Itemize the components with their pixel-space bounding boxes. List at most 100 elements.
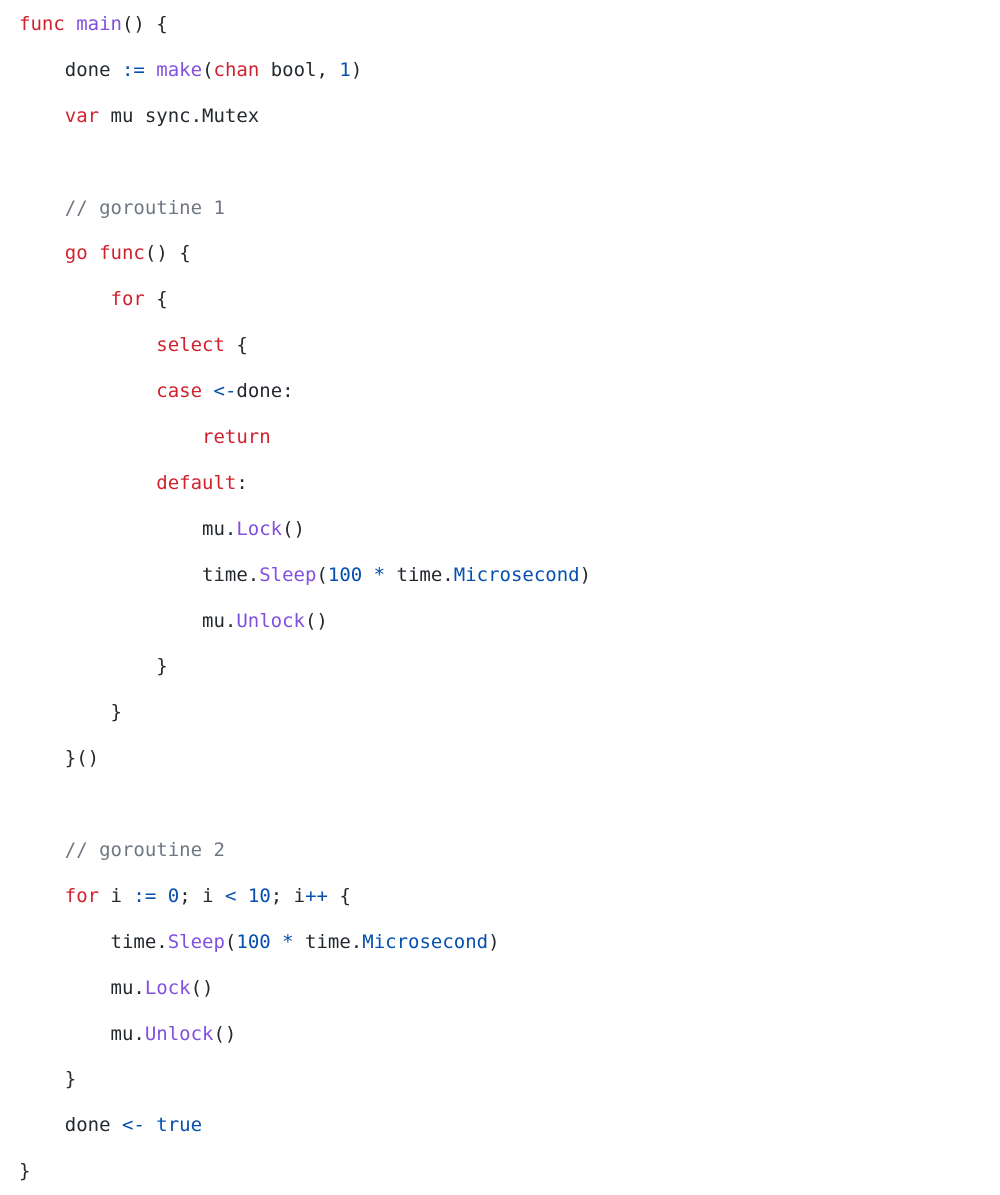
code-token-plain: () xyxy=(304,609,328,632)
code-token-plain: () xyxy=(213,1022,237,1045)
code-token-method: Sleep xyxy=(167,930,225,953)
code-token-plain xyxy=(145,59,156,81)
code-token-plain: () { xyxy=(121,13,168,35)
code-token-plain xyxy=(236,885,247,907)
code-token-plain: } xyxy=(19,655,168,678)
code-token-plain xyxy=(19,288,111,310)
code-token-plain: { xyxy=(224,334,248,357)
code-token-plain xyxy=(19,105,65,127)
code-token-plain xyxy=(145,1114,156,1136)
code-token-const: true xyxy=(156,1114,203,1137)
code-token-plain xyxy=(19,197,65,219)
code-token-keyword: chan xyxy=(213,58,260,81)
code-token-operator: := xyxy=(121,58,145,81)
code-line: } xyxy=(19,1057,591,1103)
code-line: for { xyxy=(19,277,591,323)
code-token-plain: ) xyxy=(579,563,592,586)
code-token-plain xyxy=(362,564,373,586)
code-line: select { xyxy=(19,323,591,369)
code-token-plain: mu. xyxy=(19,609,237,632)
code-token-plain: ( xyxy=(202,58,214,81)
code-token-plain xyxy=(19,334,156,356)
code-token-plain: ( xyxy=(224,930,237,953)
code-token-operator: <- xyxy=(121,1114,145,1137)
code-token-number: 1 xyxy=(339,58,351,81)
code-token-plain: done: xyxy=(236,380,294,403)
code-line: done := make(chan bool, 1) xyxy=(19,48,591,94)
code-token-number: 0 xyxy=(167,884,180,907)
code-token-comment: // goroutine 1 xyxy=(64,196,225,219)
code-line: mu.Lock() xyxy=(19,966,591,1012)
code-token-plain xyxy=(88,242,99,264)
code-token-number: 100 xyxy=(236,930,271,953)
code-token-method: Lock xyxy=(144,976,191,999)
code-token-number: 10 xyxy=(247,884,271,907)
code-token-plain xyxy=(19,242,65,264)
code-token-plain: done xyxy=(19,58,122,81)
code-token-plain xyxy=(271,931,282,953)
code-line: ​ xyxy=(19,140,591,186)
code-token-plain: : xyxy=(236,471,248,494)
code-line: done <- true xyxy=(19,1103,591,1149)
code-token-plain xyxy=(19,885,65,907)
code-token-plain: mu. xyxy=(19,976,145,999)
code-token-plain: ) xyxy=(488,930,500,953)
code-token-plain: bool, xyxy=(259,58,340,81)
code-token-keyword: for xyxy=(110,288,145,311)
code-token-plain: mu sync.Mutex xyxy=(99,104,260,127)
code-token-plain xyxy=(19,380,156,402)
code-line: case <-done: xyxy=(19,369,591,415)
code-line: var mu sync.Mutex xyxy=(19,94,591,140)
code-line: ​ xyxy=(19,782,591,828)
code-token-number: 100 xyxy=(327,563,363,586)
code-token-plain: time. xyxy=(19,930,168,953)
code-token-plain: } xyxy=(19,1068,77,1091)
code-line: mu.Unlock() xyxy=(19,1012,591,1058)
code-line: go func() { xyxy=(19,231,591,277)
code-token-plain: } xyxy=(19,701,122,724)
code-line: return xyxy=(19,415,591,461)
code-line: } xyxy=(19,1149,591,1195)
code-token-plain: done xyxy=(19,1114,122,1137)
code-token-plain: i xyxy=(99,884,134,907)
code-token-plain: ) xyxy=(350,58,363,81)
code-token-operator: <- xyxy=(213,380,237,403)
code-token-keyword: select xyxy=(156,334,225,357)
code-token-keyword: return xyxy=(202,426,271,449)
code-line: mu.Lock() xyxy=(19,507,591,553)
code-line: // goroutine 1 xyxy=(19,186,591,232)
code-token-plain xyxy=(19,839,65,861)
code-line: for i := 0; i < 10; i++ { xyxy=(19,874,591,920)
code-token-keyword: for xyxy=(64,884,100,907)
code-token-plain xyxy=(19,426,202,448)
code-line: } xyxy=(19,644,591,690)
code-token-plain xyxy=(65,13,76,35)
code-token-method: Lock xyxy=(236,517,283,540)
code-token-plain: { xyxy=(328,884,351,907)
code-line: }() xyxy=(19,736,591,782)
code-token-plain: mu. xyxy=(19,517,237,540)
code-token-plain: } xyxy=(19,1160,31,1183)
code-token-keyword: func xyxy=(19,13,65,35)
code-token-plain: ; i xyxy=(270,884,306,907)
code-token-plain: () xyxy=(282,517,305,540)
code-token-plain: () xyxy=(190,976,214,999)
code-token-plain xyxy=(202,380,213,402)
code-token-plain: time. xyxy=(385,563,454,586)
code-line: } xyxy=(19,690,591,736)
code-token-keyword: default xyxy=(156,471,237,494)
code-token-operator: ++ xyxy=(305,884,328,907)
code-token-builtin: make xyxy=(156,58,203,81)
code-token-plain: time. xyxy=(19,563,260,586)
code-token-keyword: go xyxy=(64,242,88,265)
code-token-method: Unlock xyxy=(236,609,305,632)
code-token-method: Sleep xyxy=(259,563,317,586)
code-token-plain: mu. xyxy=(19,1022,145,1045)
code-token-comment: // goroutine 2 xyxy=(64,839,225,862)
code-token-keyword: var xyxy=(64,104,100,127)
code-token-plain xyxy=(19,472,156,494)
code-token-method: Unlock xyxy=(144,1022,214,1045)
code-token-operator: * xyxy=(373,563,386,586)
code-token-plain: ; i xyxy=(179,884,225,907)
code-token-operator: := xyxy=(133,884,157,907)
